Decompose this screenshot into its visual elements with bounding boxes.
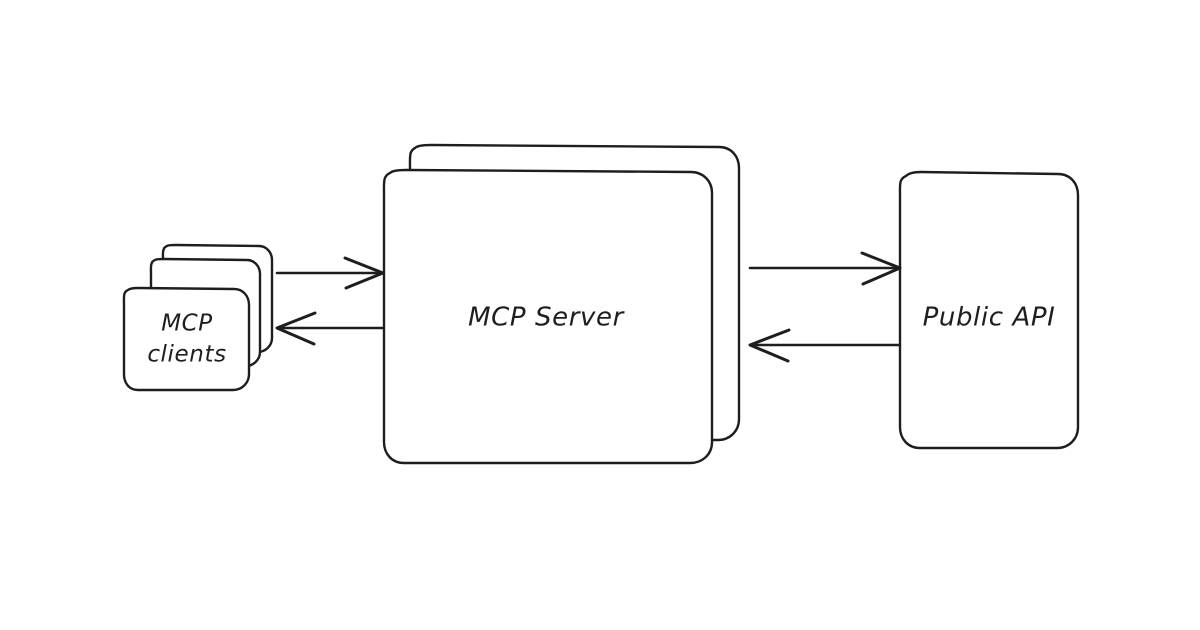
node-mcp-clients[interactable]: MCP clients xyxy=(122,243,274,392)
arrow-api-to-server[interactable] xyxy=(748,328,901,363)
arrow-server-to-api-head xyxy=(860,251,902,286)
node-public-api[interactable]: Public API xyxy=(898,170,1080,450)
mcp-clients-label-line1: MCP xyxy=(161,311,213,337)
mcp-clients-label-line2: clients xyxy=(147,342,226,368)
arrow-server-to-api[interactable] xyxy=(748,251,902,286)
mcp-clients-card-front xyxy=(122,286,251,392)
public-api-card xyxy=(898,170,1080,450)
arrow-api-to-server-head xyxy=(748,328,791,363)
arrow-clients-to-server[interactable] xyxy=(275,256,385,290)
arrow-server-to-clients[interactable] xyxy=(275,311,385,346)
arrow-clients-to-server-head xyxy=(343,256,385,290)
arrow-server-to-clients-head xyxy=(275,311,317,346)
node-mcp-server[interactable]: MCP Server xyxy=(382,143,741,465)
mcp-server-label: MCP Server xyxy=(468,303,626,333)
public-api-label: Public API xyxy=(923,303,1056,333)
mcp-server-card-front xyxy=(382,168,714,465)
